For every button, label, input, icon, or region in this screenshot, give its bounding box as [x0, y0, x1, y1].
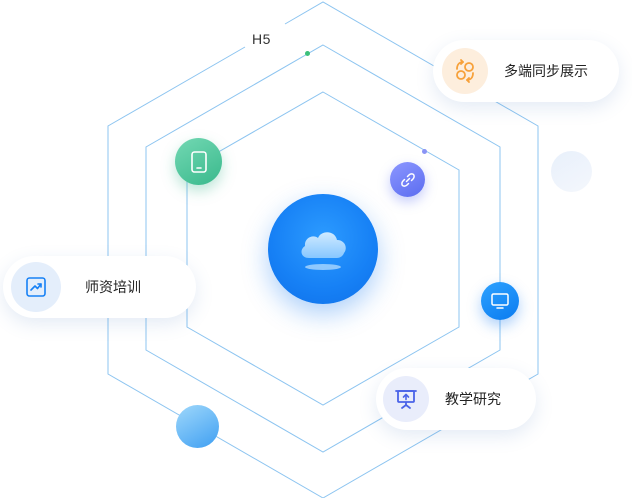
feature-research-pill: 教学研究 [376, 368, 536, 430]
purple-dot [422, 149, 427, 154]
feature-research-label: 教学研究 [445, 391, 501, 407]
feature-sync-label: 多端同步展示 [504, 63, 588, 79]
cloud-icon [301, 232, 346, 270]
mobile-node [175, 138, 222, 185]
monitor-icon [491, 293, 509, 309]
presentation-board-icon [395, 390, 417, 409]
link-icon [400, 172, 415, 187]
decorative-circle-bottom [176, 405, 219, 448]
training-icon-badge [11, 262, 61, 312]
h5-label: H5 [252, 31, 271, 47]
link-node [390, 162, 425, 197]
decorative-circle-right [551, 151, 592, 192]
green-dot [305, 51, 310, 56]
trend-chart-icon [26, 277, 46, 297]
monitor-node [481, 282, 519, 320]
center-cloud-node [268, 194, 378, 304]
sync-arrows-icon [456, 59, 474, 83]
sync-icon-badge [442, 48, 488, 94]
research-icon-badge [383, 376, 429, 422]
mobile-phone-icon [190, 150, 207, 173]
middle-hexagon [145, 44, 501, 453]
outer-hexagon [107, 1, 539, 498]
feature-training-label: 师资培训 [85, 279, 141, 295]
feature-sync-pill: 多端同步展示 [433, 40, 619, 102]
feature-training-pill: 师资培训 [3, 256, 196, 318]
